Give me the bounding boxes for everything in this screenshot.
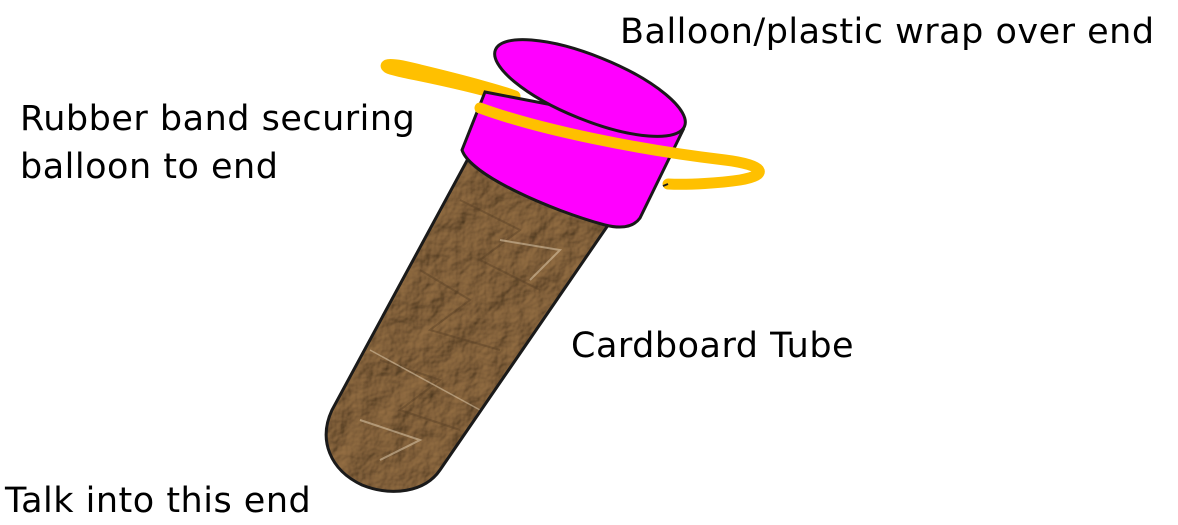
talk-end-label: Talk into this end <box>5 477 311 525</box>
rubber-band-back <box>386 65 515 97</box>
rubber-band-label: Rubber band securing balloon to end <box>20 95 440 191</box>
balloon-label: Balloon/plastic wrap over end <box>620 8 1155 56</box>
cardboard-tube-label: Cardboard Tube <box>571 322 854 370</box>
